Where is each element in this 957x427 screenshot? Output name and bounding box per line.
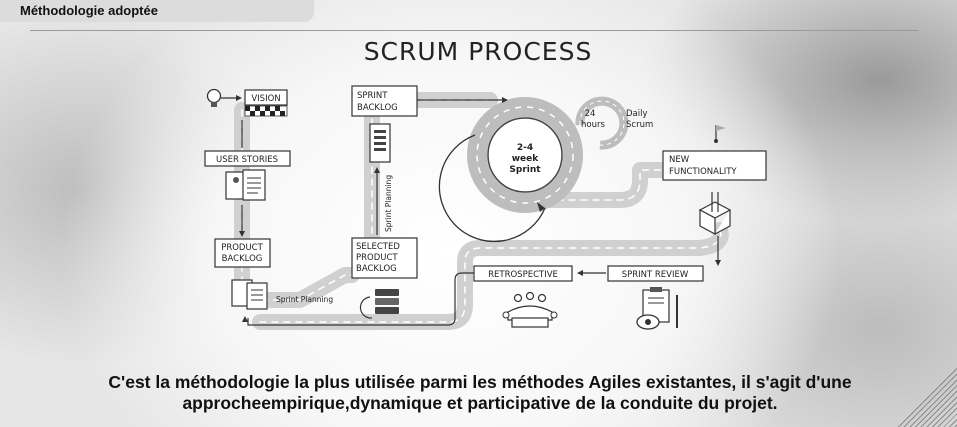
diagram-title: SCRUM PROCESS — [364, 37, 593, 66]
new-functionality-line-1: NEW — [669, 155, 690, 165]
sprint-loop: 2-4 week Sprint — [438, 97, 583, 243]
sprint-review-node: SPRINT REVIEW — [577, 265, 704, 330]
selected-backlog-line-1: SELECTED — [356, 242, 400, 252]
hours-line-2: hours — [581, 120, 605, 130]
caption-line-1: C'est la méthodologie la plus utilisée p… — [108, 372, 852, 392]
backlog-list-icon — [231, 279, 268, 310]
caption-line-2: approcheempirique,dynamique et participa… — [182, 393, 778, 413]
caption: C'est la méthodologie la plus utilisée p… — [40, 372, 920, 414]
header-tab: Méthodologie adoptée — [0, 0, 314, 22]
selected-backlog-node: SELECTED PRODUCT BACKLOG Sprint Planning — [351, 167, 418, 319]
retrospective-label: RETROSPECTIVE — [488, 270, 558, 280]
database-stack-icon — [359, 289, 399, 319]
user-stories-label: USER STORIES — [216, 155, 278, 165]
selected-backlog-line-2: PRODUCT — [356, 253, 398, 263]
daily-scrum-line-2: Scrum — [626, 120, 653, 130]
lightbulb-icon — [206, 88, 222, 107]
product-backlog-line-1: PRODUCT — [221, 243, 263, 253]
hours-line-1: 24 — [585, 109, 596, 119]
documents-icon — [225, 169, 266, 201]
sprint-review-label: SPRINT REVIEW — [622, 270, 689, 280]
new-functionality-node: NEW FUNCTIONALITY — [662, 125, 767, 266]
sprint-duration-line-2: week — [512, 154, 540, 164]
new-functionality-line-2: FUNCTIONALITY — [669, 167, 737, 177]
sprint-backlog-node: SPRINT BACKLOG — [351, 85, 508, 163]
daily-scrum-loop: 24 hours Daily Scrum — [575, 96, 653, 150]
checkered-flag-icon — [244, 105, 288, 117]
product-backlog-line-2: BACKLOG — [222, 254, 263, 264]
team-meeting-icon — [502, 291, 558, 328]
task-list-icon — [369, 123, 391, 163]
vision-label: VISION — [251, 94, 280, 104]
retrospective-node: RETROSPECTIVE — [242, 265, 573, 328]
sprint-duration-line-3: Sprint — [509, 165, 541, 175]
product-backlog-node: PRODUCT BACKLOG Sprint Planning — [214, 238, 333, 310]
page-title: Méthodologie adoptée — [20, 3, 158, 18]
header-divider — [30, 30, 918, 31]
sprint-planning-label-1: Sprint Planning — [276, 295, 333, 304]
daily-scrum-line-1: Daily — [626, 109, 648, 119]
sprint-backlog-line-1: SPRINT — [357, 91, 388, 101]
flag-icon — [714, 125, 726, 143]
vision-node: VISION — [206, 88, 288, 117]
clipboard-eye-icon — [636, 287, 678, 330]
selected-backlog-line-3: BACKLOG — [356, 264, 397, 274]
sprint-duration-line-1: 2-4 — [517, 143, 533, 153]
sprint-planning-label-2: Sprint Planning — [384, 175, 393, 232]
sprint-backlog-line-2: BACKLOG — [357, 103, 398, 113]
user-stories-node: USER STORIES — [204, 120, 291, 237]
box-delivery-icon — [698, 192, 732, 235]
